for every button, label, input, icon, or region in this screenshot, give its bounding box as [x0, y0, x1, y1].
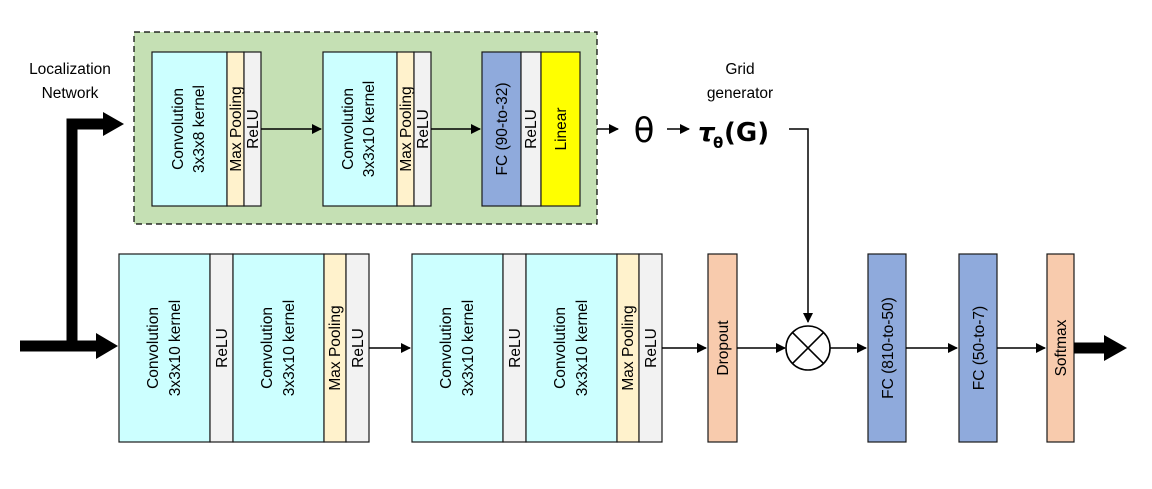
tau-subscript: θ	[713, 134, 723, 152]
localization-label-line2: Network	[42, 85, 99, 102]
loc-relu1-label: ReLU	[245, 109, 262, 149]
loc-conv2-label-line2: 3x3x10 kernel	[361, 81, 378, 178]
loc-linear-block	[540, 51, 581, 207]
output-arrowhead	[1104, 335, 1127, 361]
main-conv4-label-line1: Convolution	[552, 307, 569, 389]
grid-generator-label-line1: Grid	[725, 61, 754, 78]
loc-relu3-label: ReLU	[523, 109, 540, 149]
grid-generator-label-line2: generator	[707, 85, 773, 102]
main-relu4-label: ReLU	[643, 328, 660, 368]
loc-relu2-label: ReLU	[415, 109, 432, 149]
dropout-label: Dropout	[715, 320, 732, 376]
loc-conv1-block	[151, 51, 228, 207]
tau-symbol: τ	[698, 118, 716, 148]
main-conv3-label-line1: Convolution	[438, 307, 455, 389]
loc-maxpool2-label: Max Pooling	[398, 86, 415, 171]
main-relu1-label: ReLU	[214, 328, 231, 368]
input-arrowhead-bottom	[96, 333, 118, 359]
main-conv1-block	[118, 253, 211, 443]
main-conv2-label-line1: Convolution	[259, 307, 276, 389]
main-maxpool1-label: Max Pooling	[327, 305, 344, 390]
tau-argument: (G)	[724, 118, 769, 148]
loc-linear-label: Linear	[553, 107, 570, 150]
loc-conv2-label-line1: Convolution	[340, 88, 357, 170]
main-conv3-block	[411, 253, 504, 443]
softmax-label: Softmax	[1053, 319, 1070, 376]
main-conv4-label-line2: 3x3x10 kernel	[574, 300, 591, 397]
multiply-icon-cross-b	[791, 331, 825, 365]
localization-label-line1: Localization	[29, 61, 111, 78]
main-conv2-label-line2: 3x3x10 kernel	[281, 300, 298, 397]
softmax-block	[1046, 253, 1075, 443]
fc1-label: FC (810-to-50)	[880, 297, 897, 399]
loc-conv2-block	[322, 51, 398, 207]
main-conv1-label-line2: 3x3x10 kernel	[167, 300, 184, 397]
main-maxpool2-label: Max Pooling	[620, 305, 637, 390]
fc2-block	[958, 253, 998, 443]
main-relu3-label: ReLU	[507, 328, 524, 368]
main-conv1-label-line1: Convolution	[145, 307, 162, 389]
loc-fc-block	[481, 51, 522, 207]
loc-maxpool1-label: Max Pooling	[228, 86, 245, 171]
main-conv4-block	[525, 253, 618, 443]
theta-symbol: θ	[634, 111, 655, 151]
main-relu2-label: ReLU	[350, 328, 367, 368]
loc-fc-label: FC (90-to-32)	[494, 82, 511, 175]
loc-conv1-label-line2: 3x3x8 kernel	[191, 85, 208, 173]
grid-to-multiply-arrow	[789, 128, 813, 323]
fc2-label: FC (50-to-7)	[971, 306, 988, 390]
input-thick-line	[20, 118, 105, 352]
main-conv2-block	[232, 253, 325, 443]
loc-conv1-label-line1: Convolution	[170, 88, 187, 170]
input-arrowhead-top	[103, 112, 124, 136]
main-conv3-label-line2: 3x3x10 kernel	[460, 300, 477, 397]
